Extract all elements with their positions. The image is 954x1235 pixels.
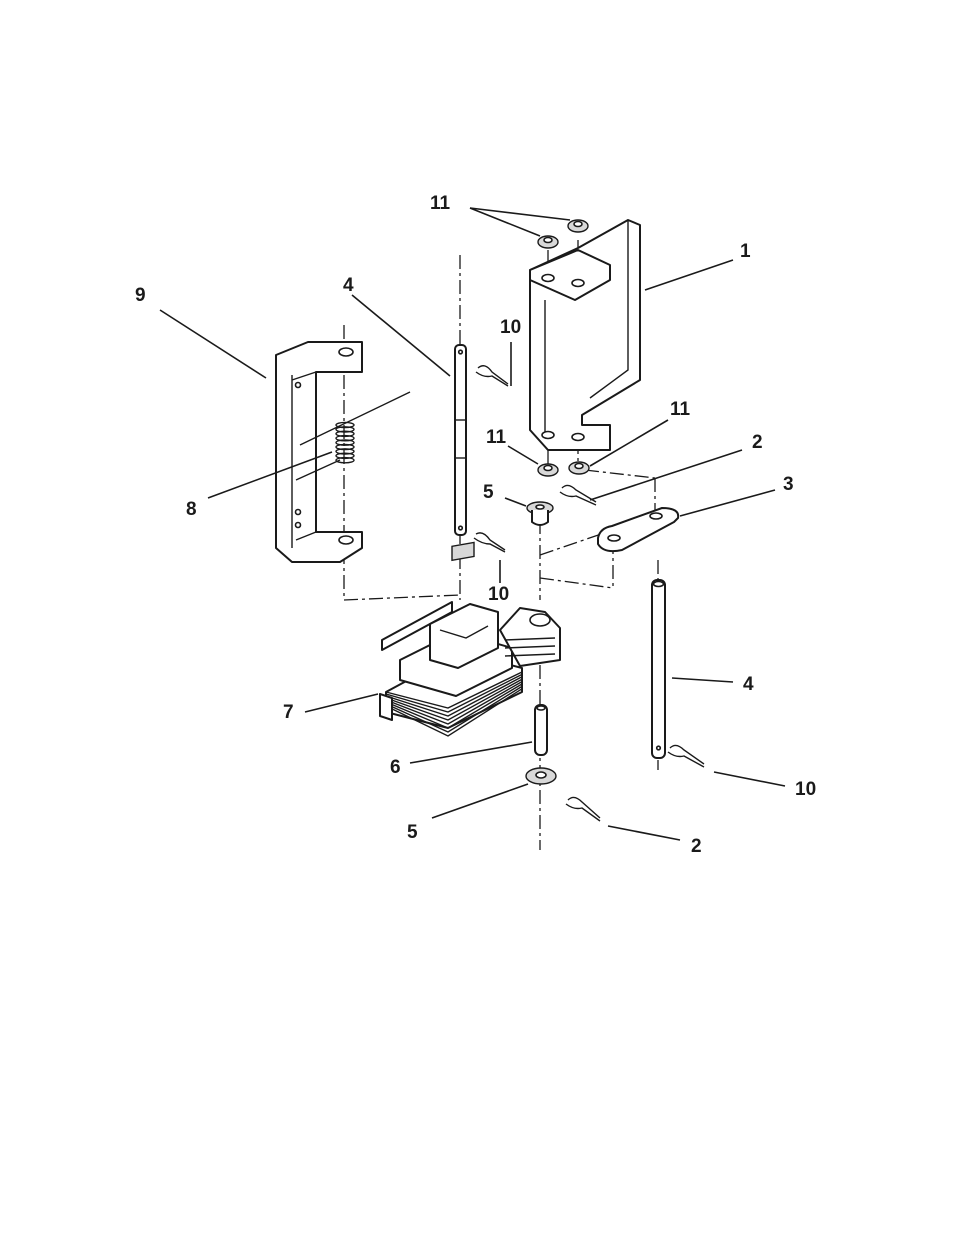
callout-11-top: 11 xyxy=(430,193,451,214)
solenoid-part-7 xyxy=(380,542,560,736)
washer-part-5-lower xyxy=(526,768,556,784)
callout-6: 6 xyxy=(390,757,401,778)
callout-10-upper: 10 xyxy=(500,317,521,338)
pin-part-4-lower xyxy=(652,580,665,758)
callout-2-upper: 2 xyxy=(752,432,763,453)
callout-1: 1 xyxy=(740,241,751,262)
callout-11-lower-right: 11 xyxy=(670,399,691,420)
shaft-part-6 xyxy=(535,705,547,755)
bracket-part-1 xyxy=(530,220,640,450)
leader-lines xyxy=(160,208,785,840)
link-plate-part-3 xyxy=(598,508,678,551)
callout-5-upper: 5 xyxy=(483,482,494,503)
callout-4-upper: 4 xyxy=(343,275,354,296)
callout-3: 3 xyxy=(783,474,794,495)
pin-part-4-upper xyxy=(455,345,466,535)
callout-2-lower: 2 xyxy=(691,836,702,857)
callout-10-middle: 10 xyxy=(488,584,509,605)
callout-9: 9 xyxy=(135,285,146,306)
bracket-part-9 xyxy=(276,342,362,562)
callout-4-lower: 4 xyxy=(743,674,754,695)
callout-8: 8 xyxy=(186,499,197,520)
callout-7: 7 xyxy=(283,702,294,723)
callout-10-lower: 10 xyxy=(795,779,816,800)
callout-labels: 11 1 9 4 10 11 11 2 5 3 8 10 4 7 6 10 5 … xyxy=(135,193,816,857)
callout-5-lower: 5 xyxy=(407,822,418,843)
callout-11-lower-left: 11 xyxy=(486,427,507,448)
bushing-part-5-upper xyxy=(527,502,553,525)
